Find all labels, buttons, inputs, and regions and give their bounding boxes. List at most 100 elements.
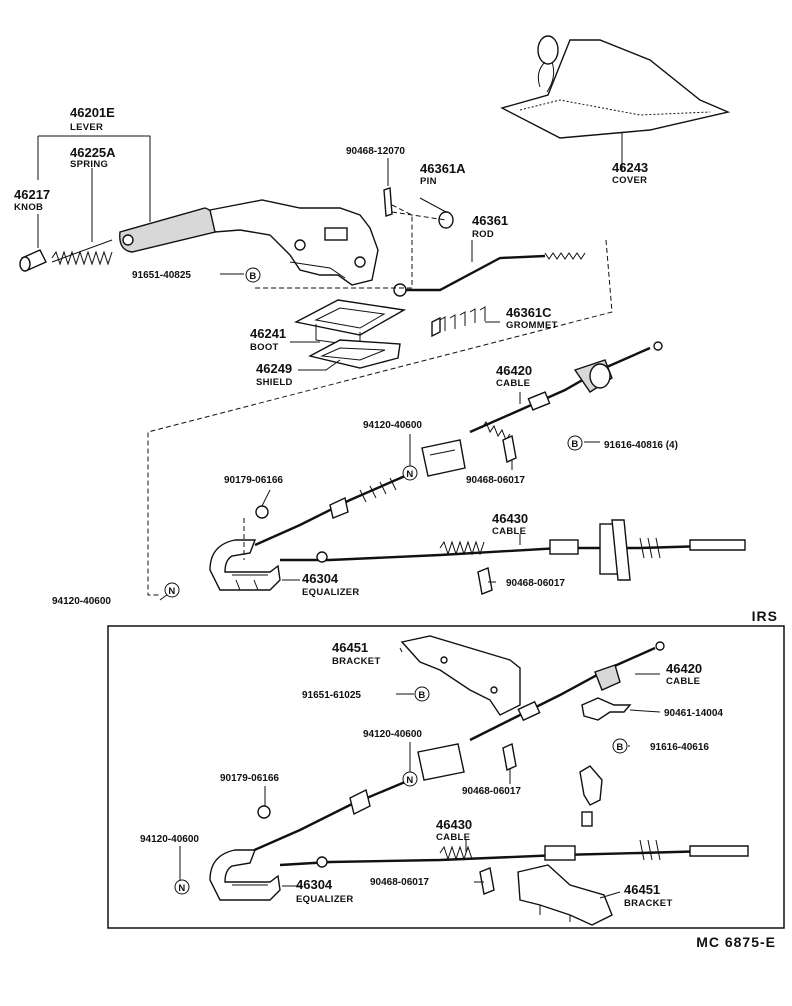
callout-name: BOOT	[250, 342, 279, 353]
equalizer-bracket-2	[417, 743, 465, 781]
equalizer-drawing-1	[209, 505, 281, 591]
callout-pin-clip: 90468-12070	[346, 146, 405, 157]
shield-drawing	[308, 339, 401, 369]
boot-drawing	[293, 299, 407, 347]
bracket-drawing-1	[400, 635, 521, 716]
ref-mark-b: B	[418, 690, 425, 701]
callout-bolt-eq-2: 90179-06166	[220, 773, 279, 784]
callout-spring: 46225A SPRING	[70, 145, 116, 170]
callout-pn: 46430	[492, 511, 528, 526]
equalizer-cable-left-1	[254, 474, 406, 547]
callout-bolt-irs-1: 91651-61025 B	[302, 686, 430, 702]
callout-bolt-eq-1: 90179-06166	[224, 475, 283, 486]
callout-bolt-cable-1: B 91616-40816 (4)	[567, 435, 678, 451]
routing-outline	[147, 239, 613, 596]
cable-rear-drawing-2	[279, 839, 749, 868]
bolts-irs-drawing	[579, 765, 603, 827]
callout-pin: 46361A PIN	[420, 161, 466, 187]
callout-pn: 94120-40600	[140, 834, 199, 845]
callout-pn: 90468-06017	[466, 475, 525, 486]
callout-cable-rear-1: 46430 CABLE	[492, 511, 528, 537]
callout-grommet: 46361C GROMMET	[506, 305, 557, 331]
callout-name: CABLE	[436, 832, 470, 843]
callout-shield: 46249 SHIELD	[256, 361, 293, 388]
callout-pn: 90179-06166	[220, 773, 279, 784]
callout-lever: 46201E LEVER	[70, 105, 115, 133]
callout-pn: 94120-40600	[363, 729, 422, 740]
callout-nut-mid-2: 94120-40600 N	[363, 729, 422, 787]
callout-pn: 46304	[296, 877, 333, 892]
ref-mark-b: B	[616, 742, 623, 753]
callout-pn: 94120-40600	[52, 596, 111, 607]
callout-boot: 46241 BOOT	[250, 326, 286, 353]
grommet-drawing	[431, 306, 486, 338]
callout-pn: 46241	[250, 326, 286, 341]
callout-pn: 91651-61025	[302, 690, 361, 701]
figure-code: MC 6875-E	[696, 934, 776, 950]
callout-knob: 46217 KNOB	[14, 187, 50, 213]
callout-pn: 46451	[624, 882, 660, 897]
ref-mark-b: B	[571, 439, 578, 450]
callout-name: PIN	[420, 176, 437, 187]
callout-cable-rear-2: 46430 CABLE	[436, 817, 472, 843]
ref-mark-n: N	[406, 469, 413, 480]
cable-rear-drawing-1	[280, 519, 746, 581]
callout-pn: 94120-40600	[363, 420, 422, 431]
callout-name: EQUALIZER	[296, 894, 354, 905]
callout-pn: 46304	[302, 571, 339, 586]
ref-mark-n: N	[168, 586, 175, 597]
callout-equalizer-1: 46304 EQUALIZER	[302, 571, 360, 598]
equalizer-drawing-2	[209, 805, 281, 901]
callout-pn: 90468-06017	[462, 786, 521, 797]
callout-name: SHIELD	[256, 377, 293, 388]
ref-mark-n: N	[406, 775, 413, 786]
callout-pn: 46420	[666, 661, 702, 676]
callout-pn: 90468-12070	[346, 146, 405, 157]
callout-nut-left-1: 94120-40600 N	[52, 582, 180, 607]
callout-cover: 46243 COVER	[612, 160, 648, 186]
clip-irs-drawing-1	[581, 697, 632, 721]
lever-assembly-drawing	[19, 199, 379, 286]
clips-drawing-1	[477, 434, 517, 595]
cover-drawing	[500, 35, 731, 139]
equalizer-cable-left-2	[249, 780, 406, 854]
callout-clip-4: 90468-06017	[370, 877, 429, 888]
callout-name: SPRING	[70, 159, 108, 170]
callout-pn: 46243	[612, 160, 648, 175]
callout-pn: 46361C	[506, 305, 552, 320]
callout-rod: 46361 ROD	[472, 213, 508, 240]
callout-equalizer-2: 46304 EQUALIZER	[296, 877, 354, 905]
ref-mark-n: N	[178, 883, 185, 894]
callout-pn: 46361A	[420, 161, 466, 176]
ref-mark-b: B	[249, 271, 256, 282]
callout-name: EQUALIZER	[302, 587, 360, 598]
callout-pn: 46201E	[70, 105, 115, 120]
callout-clip-irs-1: 90461-14004	[664, 708, 723, 719]
callout-pn: 90468-06017	[370, 877, 429, 888]
callout-pn: 46451	[332, 640, 368, 655]
callout-pn: 46217	[14, 187, 50, 202]
callout-name: ROD	[472, 229, 494, 240]
callout-bracket-2: 46451 BRACKET	[624, 882, 672, 909]
callout-clip-2: 90468-06017	[506, 578, 565, 589]
callout-pn: 46430	[436, 817, 472, 832]
callout-clip-3: 90468-06017	[462, 786, 521, 797]
equalizer-bracket-1	[421, 439, 466, 477]
clips-drawing-2	[479, 742, 517, 895]
callout-nut-mid-1: 94120-40600 N	[363, 420, 422, 481]
callout-name: KNOB	[14, 202, 43, 213]
callout-name: CABLE	[492, 526, 526, 537]
callout-name: COVER	[612, 175, 647, 186]
callout-name: CABLE	[496, 378, 530, 389]
cable-front-drawing-1	[469, 341, 663, 442]
pin-clip-drawing	[383, 187, 454, 229]
callout-pn: 46361	[472, 213, 508, 228]
cable-front-drawing-2	[469, 641, 665, 742]
callout-pn: 46420	[496, 363, 532, 378]
callout-cable-front-1: 46420 CABLE	[496, 363, 532, 389]
bracket-drawing-2	[517, 864, 613, 926]
callout-nut-left-2: 94120-40600 N	[140, 834, 199, 895]
callout-name: CABLE	[666, 676, 700, 687]
rod-drawing	[255, 204, 586, 297]
callout-clip-1: 90468-06017	[466, 475, 525, 486]
